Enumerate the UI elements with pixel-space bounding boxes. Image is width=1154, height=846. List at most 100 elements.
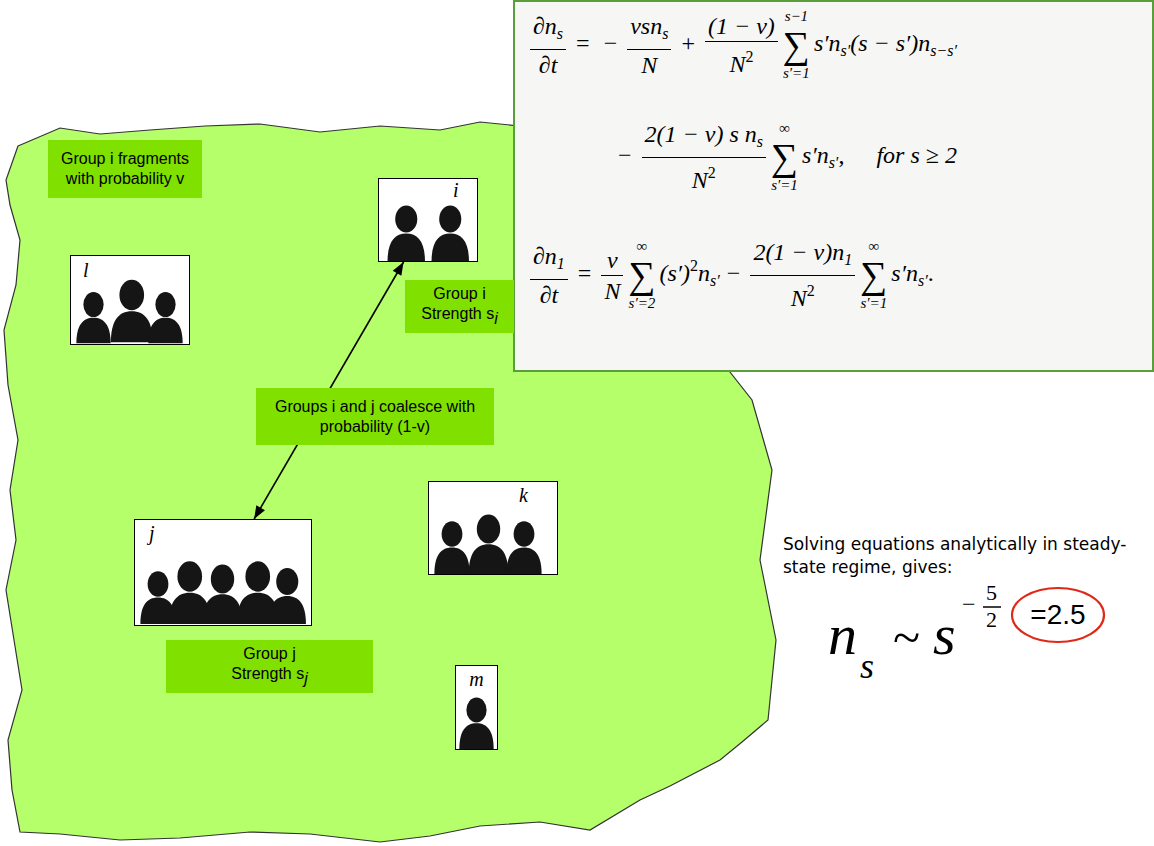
subscript: 1 [844,251,852,268]
people [76,205,541,749]
denominator: N2 [642,158,766,194]
numerator: ∂ns [530,12,566,50]
math-term: n [698,260,710,286]
math-term: νsn [630,13,662,39]
math-term: , [838,142,844,168]
math-term: (s′) [660,260,691,286]
sum-sign: ∑ [783,25,810,65]
subscript: j [304,670,308,687]
math-term: N [641,52,657,78]
math-term: (s − s′)n [850,30,930,56]
sum-limit: s′=1 [771,177,798,194]
subscript: 1 [557,255,565,272]
label-text: Groups i and j coalesce with probability… [275,398,475,435]
math-term: ∂n [533,13,557,39]
label: 2 [986,609,997,631]
fraction: 2(1 − ν)n1N2 [750,238,855,312]
label-holder: s [933,606,956,664]
label: n [828,606,857,664]
person-silhouette [469,515,509,574]
label-box: Group j Strength sj [166,640,373,693]
math-term: s′n [814,30,841,56]
subscript: s−s′ [930,42,957,59]
numerator: 2(1 − ν)n1 [750,238,855,276]
subscript: i [494,310,498,327]
subscript: s [662,25,668,42]
sum-limit: ∞ [860,238,887,255]
math-operator: = [578,260,592,286]
label-holder: ~ [893,612,920,662]
denominator: N2 [750,276,855,312]
arrow-head [393,262,404,276]
label-holder: 5 [986,582,997,604]
label-text: Group j Strength sj [215,644,325,689]
label-holder: − [962,592,976,616]
numerator: ν [601,246,623,276]
label-text: Group i Strength si [412,284,507,329]
label-text: Group i fragments with probability v [55,149,195,189]
label-holder: Solving equations analytically in steady… [783,533,1145,579]
math-term: s′n [802,142,829,168]
denominator: N [601,276,623,305]
label: Solving equations analytically in steady… [783,533,1145,579]
group-frame: i [378,178,478,262]
sum-limit: s−1 [783,8,810,25]
frame-fills [70,178,558,750]
label: s [933,606,956,664]
numerator: ∂n1 [530,242,568,280]
result-ellipse: =2.5 [1010,586,1106,644]
math-term: ∂t [540,282,559,308]
subscript: s′ [710,272,720,289]
label: s [860,648,874,684]
math-term: N [791,285,807,311]
person-silhouette [388,205,425,261]
denominator: ∂t [530,50,566,79]
group-letter: j [149,522,325,544]
group-letter: l [83,259,201,281]
fraction: (1 − ν)N2 [705,12,778,78]
sum-sign: ∑ [628,255,655,295]
group-frame: j [134,519,312,626]
sum-sign: ∑ [860,255,887,295]
math-operator: + [681,30,695,56]
label: − [962,592,976,616]
summation: ∞∑s′=1 [771,120,798,194]
math-term: s′n [891,260,918,286]
math-term: ∂n [533,243,557,269]
group-frame: k [428,481,558,575]
equation-line: −2(1 − ν) s nsN2∞∑s′=1s′ns′, for s ≥ 2 [611,120,957,194]
math-operator: − [604,30,618,56]
superscript: 2 [807,282,815,299]
sum-limit: s′=1 [783,65,810,82]
group-frame: l [70,255,190,345]
label-text: Group i Strength s [421,285,494,322]
sum-limit: ∞ [628,238,655,255]
label-holder: n [828,606,857,664]
person-silhouette [203,565,243,624]
sum-sign: ∑ [771,137,798,177]
label-text: Group i fragments with probability v [61,150,189,187]
subscript: s′ [829,154,839,171]
fraction: νN [601,246,623,305]
math-term: ν [607,247,618,273]
superscript: 2 [708,164,716,181]
numerator: νsns [627,12,671,50]
equation-line: ∂ns∂t=−νsnsN+(1 − ν)N2s−1∑s′=1s′ns′(s − … [527,8,957,82]
math-term: for s ≥ 2 [876,142,957,168]
math-term: ∂t [539,52,558,78]
group-letter: k [519,484,647,506]
label-holder: 2 [986,609,997,631]
person-silhouette [506,521,541,574]
math-term: (1 − ν) [708,13,775,39]
group-letter: m [456,668,497,690]
summation: ∞∑s′=2 [628,238,655,312]
person-silhouette [111,280,153,343]
numerator: 2(1 − ν) s ns [642,120,766,158]
math-term: 2(1 − ν)n [753,239,844,265]
subscript: s′ [918,272,928,289]
math-operator: − [618,142,632,168]
equation-box: ∂ns∂t=−νsnsN+(1 − ν)N2s−1∑s′=1s′ns′(s − … [513,0,1154,372]
label-box: Groups i and j coalesce with probability… [256,388,494,445]
fraction-bar [983,606,1001,608]
fraction: ∂n1∂t [530,242,568,309]
